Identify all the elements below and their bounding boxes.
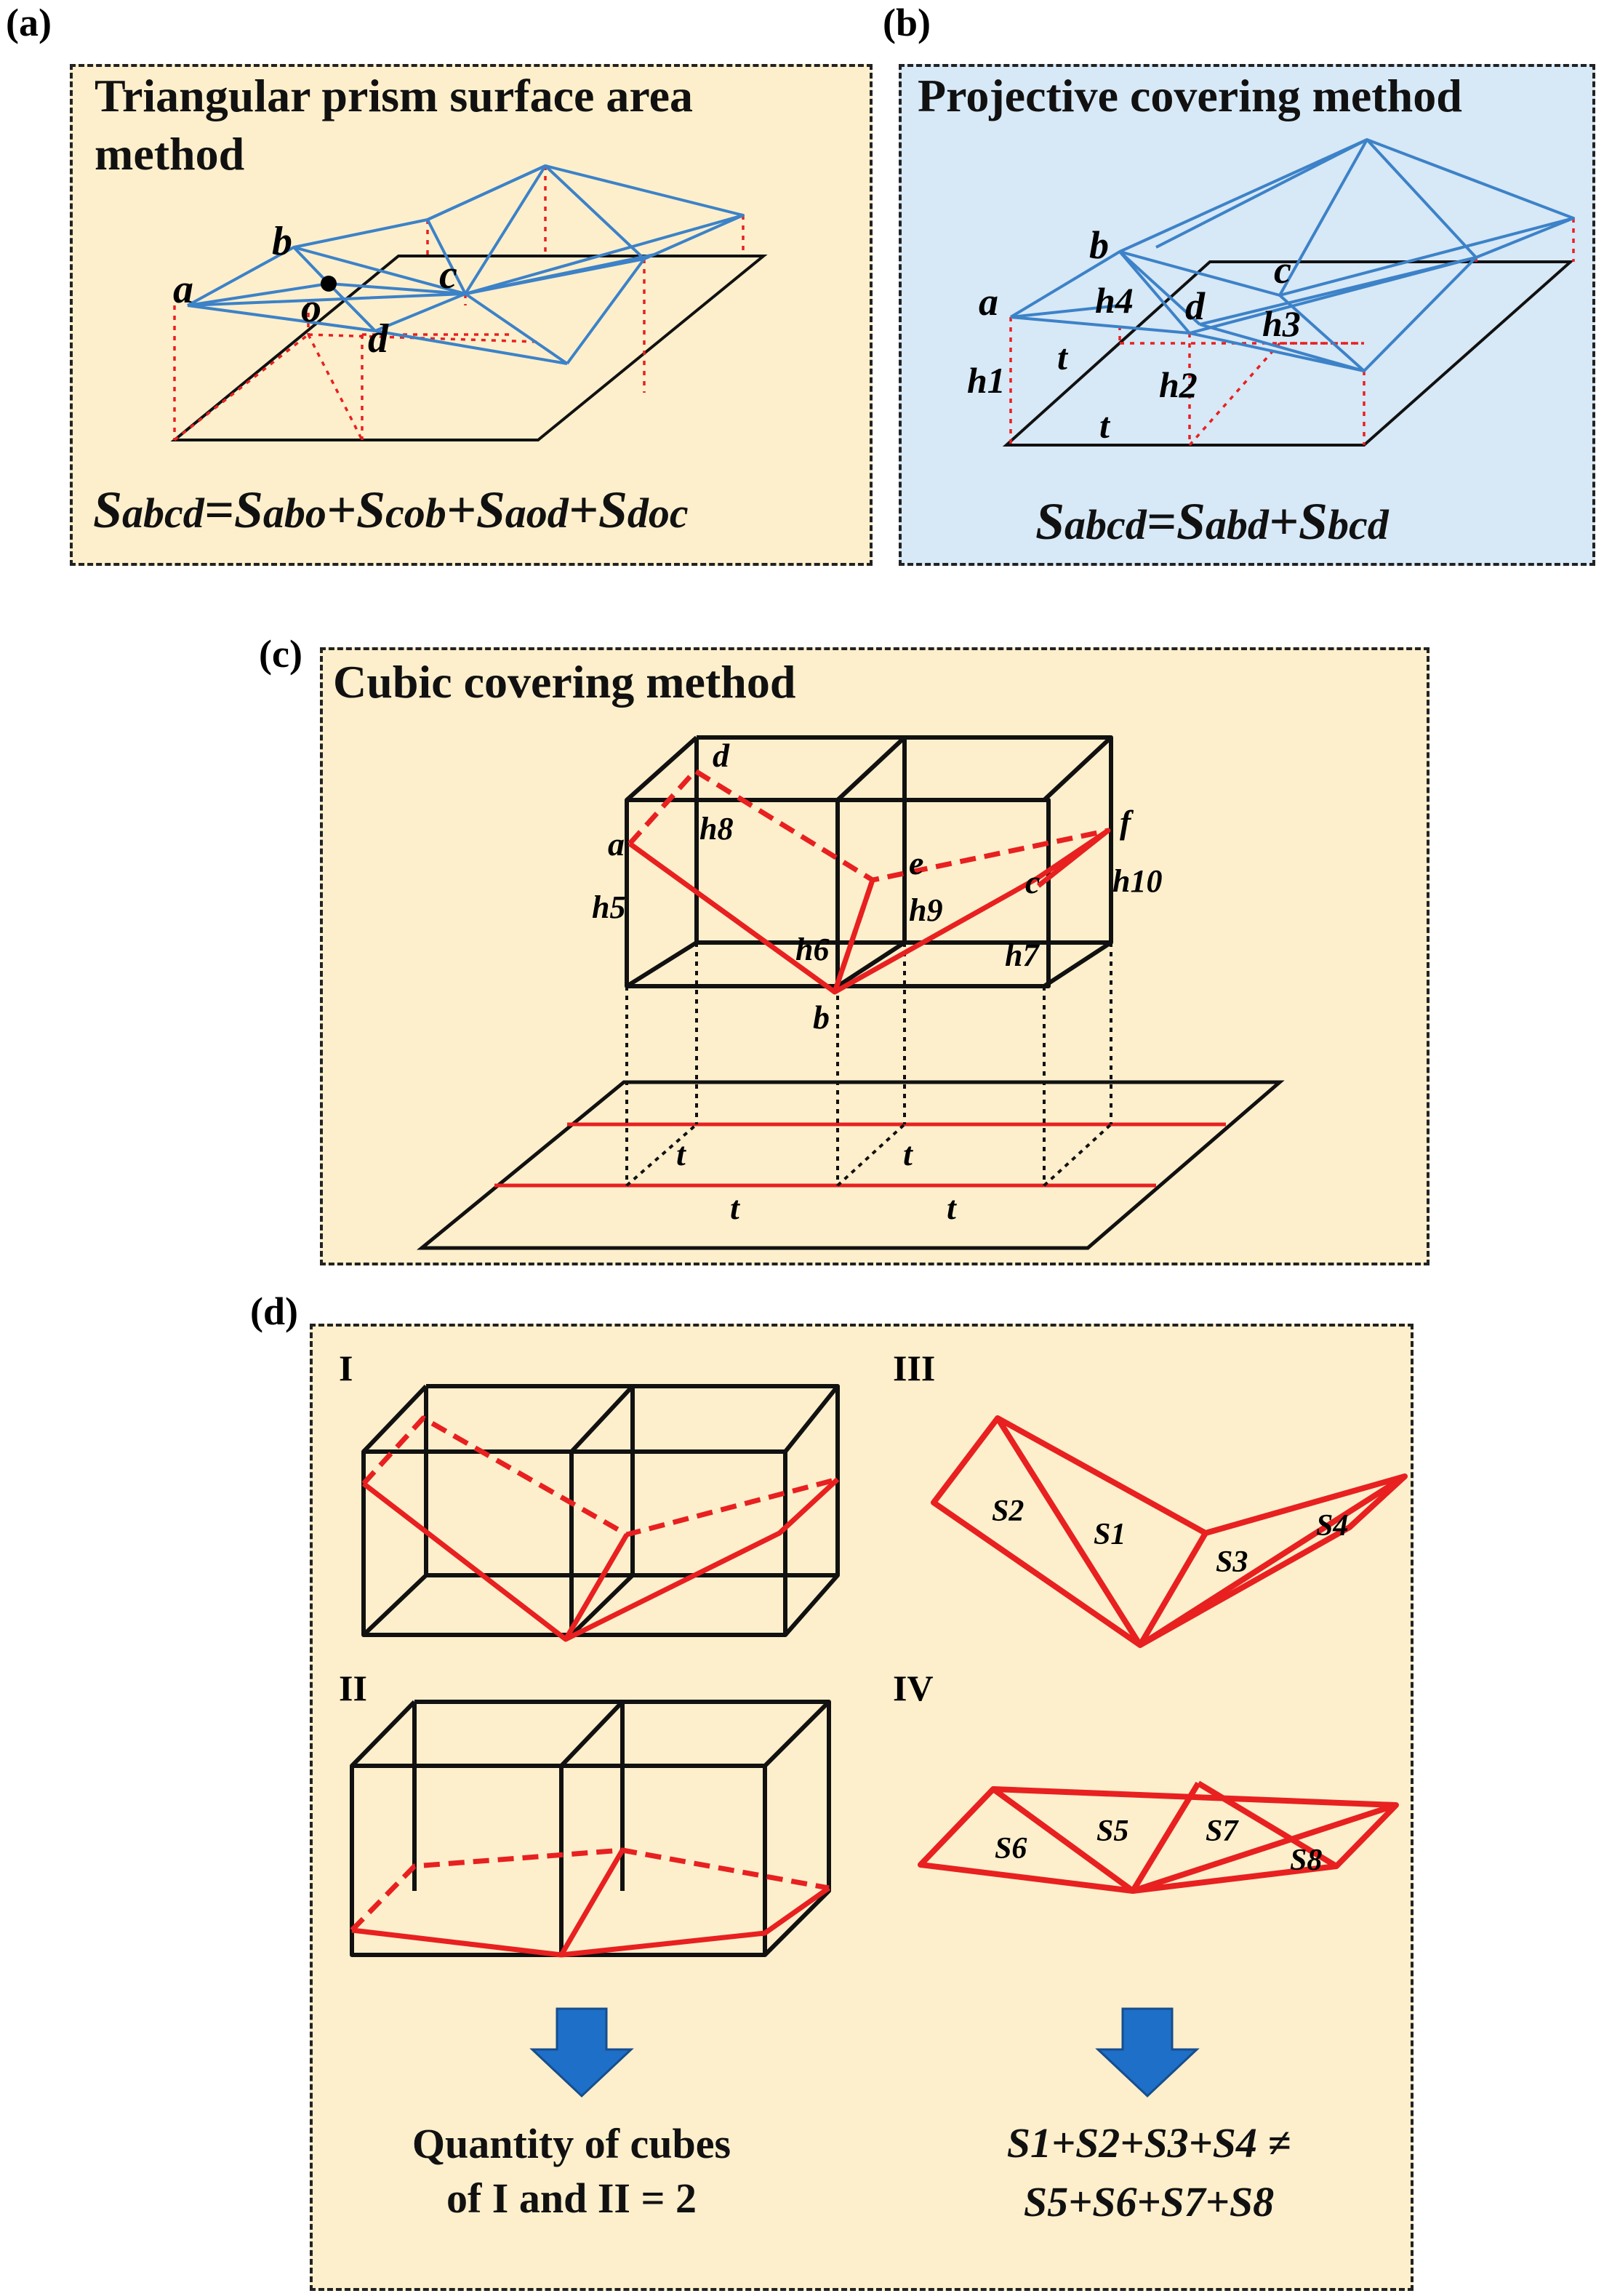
spacing-t-label: t <box>730 1189 739 1226</box>
height-h5-label: h5 <box>592 889 626 925</box>
cube-quantity-caption: Quantity of cubes of I and II = 2 <box>346 2116 797 2226</box>
sub-label-I: I <box>339 1348 353 1388</box>
panel-c-title: Cubic covering method <box>333 656 796 708</box>
point-d-label: d <box>1185 284 1205 328</box>
sub-label-IV: IV <box>893 1668 934 1708</box>
area-S6-label: S6 <box>995 1832 1027 1865</box>
height-h1-label: h1 <box>967 360 1006 401</box>
sub-label-III: III <box>893 1348 936 1388</box>
panel-b-title: Projective covering method <box>918 70 1462 121</box>
panel-c-tag: (c) <box>259 632 302 676</box>
panel-a-title-line1: Triangular prism surface area <box>95 70 694 121</box>
sub-label-II: II <box>339 1668 367 1708</box>
point-o-label: o <box>301 286 321 331</box>
height-h9-label: h9 <box>909 892 943 928</box>
point-c-label: c <box>1025 863 1040 900</box>
point-b-label: b <box>272 219 292 264</box>
inequality-line1: S1+S2+S3+S4 ≠ <box>1006 2119 1291 2167</box>
height-h4-label: h4 <box>1095 280 1134 321</box>
panel-d-tag: (d) <box>250 1289 298 1333</box>
point-d-label: d <box>713 737 729 774</box>
area-inequality: S1+S2+S3+S4 ≠ S5+S6+S7+S8 <box>923 2113 1374 2231</box>
height-h7-label: h7 <box>1005 937 1039 973</box>
panel-a-title-line2: method <box>95 128 245 180</box>
panel-c-box <box>320 647 1429 1265</box>
spacing-t-label: t <box>947 1189 956 1226</box>
panel-a-formula: Sabcd=Sabo+Scob+Saod+Sdoc <box>93 481 689 539</box>
caption-line1: Quantity of cubes <box>412 2120 731 2167</box>
area-S5-label: S5 <box>1096 1815 1129 1848</box>
point-b-label: b <box>813 999 830 1036</box>
spacing-t-label: t <box>903 1135 913 1172</box>
panel-a-tag: (a) <box>6 1 52 44</box>
point-a-label: a <box>979 280 998 324</box>
point-c-label: c <box>1274 248 1291 292</box>
height-h3-label: h3 <box>1262 303 1301 344</box>
area-S7-label: S7 <box>1206 1815 1238 1848</box>
inequality-line2: S5+S6+S7+S8 <box>1023 2178 1275 2226</box>
height-h2-label: h2 <box>1159 364 1198 405</box>
panel-b-box <box>899 64 1595 566</box>
height-h8-label: h8 <box>699 811 734 847</box>
spacing-t-label: t <box>1099 405 1110 446</box>
height-h10-label: h10 <box>1112 863 1163 899</box>
area-S3-label: S3 <box>1216 1545 1248 1579</box>
point-c-label: c <box>439 252 457 297</box>
area-S1-label: S1 <box>1094 1518 1126 1551</box>
point-e-label: e <box>909 844 924 881</box>
area-S4-label: S4 <box>1316 1509 1349 1543</box>
caption-line2: of I and II = 2 <box>446 2175 697 2223</box>
spacing-t-label: t <box>1057 337 1067 377</box>
point-a-label: a <box>608 825 625 863</box>
point-a-label: a <box>173 267 193 312</box>
height-h6-label: h6 <box>795 932 830 967</box>
area-S8-label: S8 <box>1290 1844 1323 1877</box>
point-b-label: b <box>1089 223 1109 267</box>
area-S2-label: S2 <box>992 1495 1024 1528</box>
panel-b-formula: Sabcd=Sabd+Sbcd <box>1035 492 1389 551</box>
spacing-t-label: t <box>676 1135 686 1172</box>
point-f-label: f <box>1120 804 1131 841</box>
panel-a-title: Triangular prism surface area method <box>95 67 693 183</box>
point-d-label: d <box>368 316 388 361</box>
panel-b-tag: (b) <box>883 1 931 44</box>
